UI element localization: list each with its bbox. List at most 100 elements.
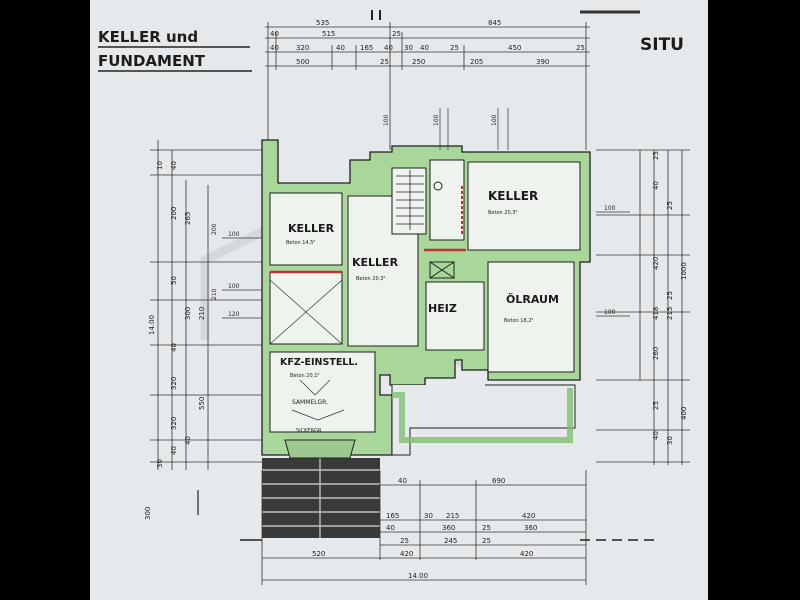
dim-top-r3-i: 450 xyxy=(508,44,521,52)
title-line1: KELLER und xyxy=(98,28,198,46)
dim-right-h: 260 xyxy=(652,347,660,360)
dim-top-r3-b: 320 xyxy=(296,44,309,52)
dim-left-a: 10 xyxy=(156,161,164,170)
drain-symbol xyxy=(429,181,455,279)
dim-right-l: 30 xyxy=(666,436,674,445)
dim-left-h: 550 xyxy=(198,397,206,410)
dim-right-c: 420 xyxy=(652,257,660,270)
lower-cutout xyxy=(391,384,576,456)
room-kfz: KFZ-EINSTELL. xyxy=(280,357,358,368)
inner-dim-a: 100 xyxy=(228,231,240,238)
inner-dim-e: 200 xyxy=(211,223,218,235)
inner-dim-h: 100 xyxy=(433,114,440,126)
dim-top-r2-c: 25 xyxy=(392,30,401,38)
dim-bot-r2-a: 165 xyxy=(386,512,399,520)
dim-bot-r4-c: 25 xyxy=(482,537,491,545)
dim-left-d: 265 xyxy=(184,212,192,225)
inner-dim-c: 210 xyxy=(211,288,218,300)
dim-left-b: 40 xyxy=(170,161,178,170)
left-letterbox xyxy=(0,0,90,600)
dim-left-n: 30 xyxy=(156,459,164,468)
dim-right-k: 40 xyxy=(652,431,660,440)
dim-left-l: 320 xyxy=(170,417,178,430)
dim-top-r3-d: 165 xyxy=(360,44,373,52)
dim-top-r4-d: 205 xyxy=(470,58,483,66)
dim-bot-total: 14.00 xyxy=(408,572,428,580)
inner-dim-b: 100 xyxy=(228,283,240,290)
right-dimension-lines xyxy=(596,149,690,465)
dim-top-r2-a: 40 xyxy=(270,30,279,38)
dim-right-d: 25 xyxy=(666,201,674,210)
situ-label: SITU xyxy=(640,35,684,55)
left-dimension-lines xyxy=(150,140,262,470)
room-oelraum-sub: Beton 18,2² xyxy=(504,318,533,324)
dim-right-total: 1000 xyxy=(680,262,688,280)
dim-right-a: 25 xyxy=(652,151,660,160)
title-line2: FUNDAMENT xyxy=(98,52,206,70)
inner-dim-i: 100 xyxy=(491,114,498,126)
dim-right-i: 25 xyxy=(652,401,660,410)
dim-top-r3-h: 25 xyxy=(450,44,459,52)
room-labels: KELLER Beton 14,5² KELLER Beton 20,3² KE… xyxy=(280,189,559,434)
dim-bot-r3-c: 25 xyxy=(482,524,491,532)
inner-dim-j: 100 xyxy=(383,114,390,126)
dim-left-c: 200 xyxy=(170,207,178,220)
room-keller-right-sub: Beton 20,3² xyxy=(488,210,517,216)
dim-bot-r3-a: 40 xyxy=(386,524,395,532)
dim-bot-r1-a: 40 xyxy=(398,477,407,485)
dim-bot-r5-a: 520 xyxy=(312,550,325,558)
dim-top-r3-f: 30 xyxy=(404,44,413,52)
room-oelraum: ÖLRAUM xyxy=(506,292,559,306)
dim-bot-r4-d: 420 xyxy=(520,550,533,558)
dim-left-j: 320 xyxy=(170,377,178,390)
bottom-dimension-lines xyxy=(261,470,587,585)
driveway xyxy=(262,439,380,538)
dim-top-535: 535 xyxy=(316,19,329,27)
dim-right-j: 400 xyxy=(680,407,688,420)
dim-bot-r3-d: 360 xyxy=(524,524,537,532)
dim-bot-r2-b: 30 xyxy=(424,512,433,520)
room-sammel: SAMMELGR. xyxy=(292,399,328,406)
inner-dim-d: 120 xyxy=(228,311,240,318)
dim-left-i: 40 xyxy=(170,343,178,352)
dim-bot-r3-b: 360 xyxy=(442,524,455,532)
dim-left-total: 14.00 xyxy=(148,315,156,335)
dim-left-g: 210 xyxy=(198,307,206,320)
dim-left-m: 40 xyxy=(170,446,178,455)
dim-right-e: 418 xyxy=(652,307,660,320)
room-fills xyxy=(269,159,581,433)
dim-top-r4-b: 25 xyxy=(380,58,389,66)
dim-bot-r4-a: 25 xyxy=(400,537,409,545)
dim-top-r3-g: 40 xyxy=(420,44,429,52)
room-keller-left: KELLER xyxy=(288,222,335,235)
room-heiz: HEIZ xyxy=(428,302,457,315)
dim-right-b: 40 xyxy=(652,181,660,190)
dim-top-845: 845 xyxy=(488,19,501,27)
room-keller-mid: KELLER xyxy=(352,256,399,269)
dim-right-g: 215 xyxy=(666,307,674,320)
dim-left-e: 50 xyxy=(170,276,178,285)
dim-bot-r5-b: 420 xyxy=(400,550,413,558)
dim-top-r4-a: 500 xyxy=(296,58,309,66)
room-sickergr: SICKERGR. xyxy=(296,428,323,434)
dim-bot-r2-c: 215 xyxy=(446,512,459,520)
room-keller-right: KELLER xyxy=(488,189,538,203)
dim-top-r3-c: 40 xyxy=(336,44,345,52)
dim-top-r3-a: 40 xyxy=(270,44,279,52)
room-keller-mid-sub: Beton 20,3² xyxy=(356,276,385,282)
staircase xyxy=(396,170,424,230)
dim-top-r3-j: 25 xyxy=(576,44,585,52)
dim-bot-r2-d: 420 xyxy=(522,512,535,520)
top-dimension-lines xyxy=(265,22,590,150)
dim-top-r4-e: 390 xyxy=(536,58,549,66)
dim-top-r3-e: 40 xyxy=(384,44,393,52)
room-kfz-sub: Beton 20,1² xyxy=(290,373,319,379)
dim-top-r2-b: 515 xyxy=(322,30,335,38)
inner-dim-g: 100 xyxy=(604,309,616,316)
right-letterbox xyxy=(708,0,800,600)
dim-left-f: 300 xyxy=(184,307,192,320)
dim-top-r4-c: 250 xyxy=(412,58,425,66)
dim-right-f: 25 xyxy=(666,291,674,300)
